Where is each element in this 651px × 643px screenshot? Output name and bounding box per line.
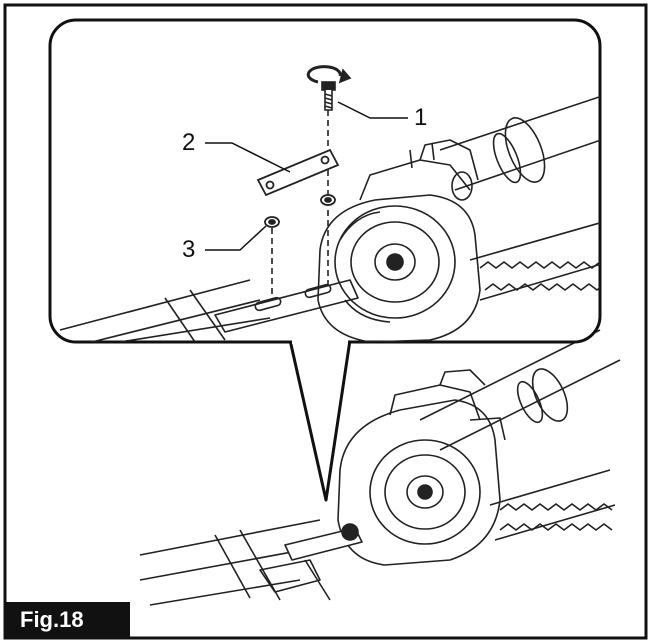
figure-label: Fig.18 bbox=[6, 602, 130, 638]
part-nut-left bbox=[264, 216, 280, 228]
part-plate bbox=[256, 148, 340, 197]
callout-1: 1 bbox=[414, 104, 428, 131]
part-nut-right bbox=[320, 194, 336, 206]
callout-3: 3 bbox=[182, 236, 196, 263]
leader-lines bbox=[205, 101, 408, 251]
overview-drawing bbox=[139, 329, 621, 606]
detail-drawing bbox=[59, 89, 600, 342]
callout-2: 2 bbox=[182, 129, 196, 156]
part-screw bbox=[306, 65, 352, 111]
callout-pointer bbox=[288, 339, 352, 502]
